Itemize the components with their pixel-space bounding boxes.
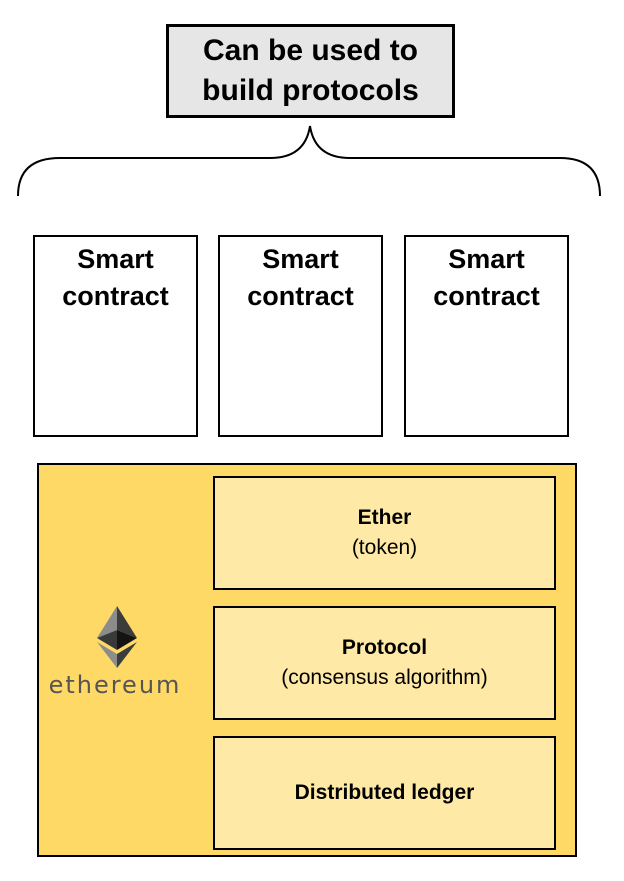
protocols-box-line1: Can be used to bbox=[202, 34, 419, 67]
smart-contract-label-line2: contract bbox=[247, 281, 354, 311]
smart-contract-label-line1: Smart bbox=[448, 244, 525, 274]
smart-contract-label-line2: contract bbox=[433, 281, 540, 311]
ethereum-diamond-icon bbox=[97, 606, 137, 668]
curly-brace bbox=[17, 125, 601, 197]
layer-ether: Ether (token) bbox=[213, 476, 556, 590]
layer-title: Distributed ledger bbox=[294, 781, 475, 804]
layer-subtitle: (consensus algorithm) bbox=[281, 666, 488, 689]
layer-protocol: Protocol (consensus algorithm) bbox=[213, 606, 556, 720]
protocols-box-line2: build protocols bbox=[202, 74, 419, 107]
ethereum-wordmark: ethereum bbox=[48, 671, 182, 699]
layer-title: Protocol bbox=[341, 636, 428, 659]
layer-distributed-ledger: Distributed ledger bbox=[213, 736, 556, 850]
smart-contract-label-line1: Smart bbox=[77, 244, 154, 274]
smart-contract-box-3: Smart contract bbox=[404, 235, 569, 437]
layer-subtitle: (token) bbox=[351, 536, 418, 559]
smart-contract-label-line2: contract bbox=[62, 281, 169, 311]
smart-contract-label-line1: Smart bbox=[262, 244, 339, 274]
protocols-box: Can be used to build protocols bbox=[166, 24, 455, 118]
smart-contract-box-1: Smart contract bbox=[33, 235, 198, 437]
smart-contract-box-2: Smart contract bbox=[218, 235, 383, 437]
ethereum-panel: ethereum Ether (token) Protocol (consens… bbox=[37, 463, 577, 857]
layer-title: Ether bbox=[357, 506, 412, 529]
